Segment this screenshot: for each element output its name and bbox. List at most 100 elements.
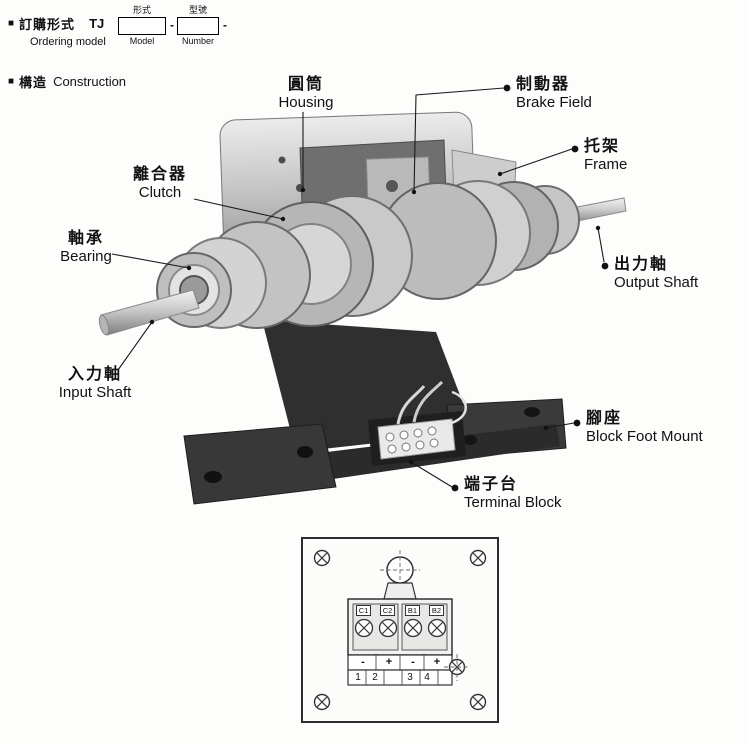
callout-input-shaft-zh: 入力軸 — [67, 366, 122, 383]
terminal-screw — [387, 444, 397, 454]
callout-input-shaft: 入力軸 Input Shaft — [48, 366, 142, 402]
terminal-neck — [383, 582, 417, 600]
terminal-screw — [401, 442, 411, 452]
leader-brake-field — [413, 87, 505, 193]
leader-lines — [111, 87, 605, 488]
base-bolt-hole — [463, 435, 477, 445]
crosshair — [444, 654, 470, 681]
wire — [396, 385, 426, 425]
bullet-terminal-block — [451, 484, 459, 492]
terminal-screw — [385, 432, 395, 442]
ordering-title: ■ 訂購形式 TJ — [8, 14, 104, 33]
input-shaft-tip — [98, 314, 110, 336]
callout-output-shaft: 出力軸 Output Shaft — [614, 256, 698, 292]
bullet-foot-mount — [573, 419, 581, 427]
callout-frame: 托架 Frame — [584, 138, 627, 174]
base-bolt-hole — [204, 471, 222, 483]
code-separator: - — [223, 18, 227, 32]
construction-title-zh: 構造 — [19, 75, 48, 90]
callout-output-shaft-en: Output Shaft — [614, 274, 699, 291]
terminal-screw — [429, 438, 439, 448]
leader-terminal-block — [410, 461, 453, 488]
callout-clutch-en: Clutch — [138, 184, 182, 201]
ordering-title-zh: 訂購形式 — [19, 17, 76, 32]
machine-photo — [98, 111, 627, 505]
terminal-screw — [415, 440, 425, 450]
polarity-mark: + — [385, 656, 393, 668]
terminal-number: 3 — [407, 672, 413, 683]
callout-foot-mount: 腳座 Block Foot Mount — [586, 410, 703, 446]
callout-foot-mount-en: Block Foot Mount — [586, 428, 703, 445]
number-box-group: 型號 Number — [177, 5, 219, 47]
wire — [412, 380, 444, 423]
wire — [447, 390, 467, 426]
callout-housing-zh: 圓筒 — [287, 76, 324, 93]
terminal-number: 4 — [424, 672, 430, 683]
callout-housing-en: Housing — [278, 94, 334, 111]
callout-bearing-en: Bearing — [60, 248, 112, 265]
numbers-row — [347, 669, 453, 686]
terminal-number: 2 — [372, 672, 378, 683]
bullet-brake-field — [503, 84, 511, 92]
leader-bearing — [111, 253, 190, 269]
terminal-screw — [427, 426, 437, 436]
callout-terminal-block-en: Terminal Block — [464, 494, 562, 511]
polarity-mark: - — [411, 656, 415, 668]
callout-foot-mount-zh: 腳座 — [586, 410, 623, 427]
number-code-box — [177, 17, 219, 35]
callout-bullets — [451, 84, 609, 492]
polarity-mark: + — [433, 656, 441, 668]
callout-terminal-block-zh: 端子台 — [464, 476, 519, 493]
model-box-group: 形式 Model — [118, 5, 166, 47]
callout-clutch: 離合器 Clutch — [114, 166, 206, 202]
base-bolt-hole — [524, 407, 540, 417]
leader-frame — [499, 148, 573, 175]
corner-screws — [313, 549, 487, 711]
terminal-screw — [399, 430, 409, 440]
number-dividers — [365, 670, 439, 685]
leader-end-dots — [149, 171, 601, 465]
base-bolt-hole — [297, 446, 313, 458]
construction-section-title: ■ 構造 Construction — [8, 72, 126, 91]
base-foot-left — [183, 423, 337, 505]
number-box-label-en: Number — [181, 36, 214, 46]
terminal-tag-c2: C2 — [380, 605, 395, 616]
leader-output-shaft — [597, 227, 605, 263]
ordering-subtitle-en: Ordering model — [30, 36, 106, 48]
brake-field-hole — [386, 180, 398, 192]
callout-brake-field-en: Brake Field — [516, 94, 592, 111]
model-box-label-en: Model — [129, 36, 155, 46]
callout-brake-field: 制動器 Brake Field — [516, 76, 592, 112]
ordering-code: TJ — [89, 16, 105, 31]
code-separator: - — [170, 18, 174, 32]
leader-input-shaft — [117, 321, 153, 371]
bullet-output-shaft — [601, 262, 609, 270]
terminal-tag-b1: B1 — [405, 605, 420, 616]
model-box-label-zh: 形式 — [132, 5, 151, 15]
leader-foot-mount — [545, 422, 575, 429]
housing-bolt — [278, 156, 286, 164]
section-bullet-icon: ■ — [8, 18, 15, 29]
model-code-box — [118, 17, 166, 35]
callout-housing: 圓筒 Housing — [258, 76, 354, 112]
callout-frame-en: Frame — [584, 156, 628, 173]
section-bullet-icon: ■ — [8, 76, 15, 87]
callout-output-shaft-zh: 出力軸 — [614, 256, 669, 273]
polarity-mark: - — [361, 656, 365, 668]
terminal-wiring-diagram — [301, 537, 499, 723]
callout-input-shaft-en: Input Shaft — [58, 384, 132, 401]
callout-bearing: 軸承 Bearing — [44, 230, 128, 266]
callout-bearing-zh: 軸承 — [67, 230, 104, 247]
terminal-screws — [354, 618, 447, 638]
terminal-tag-c1: C1 — [356, 605, 371, 616]
leader-clutch — [193, 198, 284, 220]
polarity-dividers — [375, 655, 425, 670]
bullet-frame — [571, 145, 579, 153]
callout-frame-zh: 托架 — [584, 138, 621, 155]
terminal-tag-b2: B2 — [429, 605, 444, 616]
input-shaft — [100, 289, 200, 336]
terminal-number: 1 — [355, 672, 361, 683]
callout-clutch-zh: 離合器 — [132, 166, 187, 183]
number-box-label-zh: 型號 — [188, 5, 207, 15]
